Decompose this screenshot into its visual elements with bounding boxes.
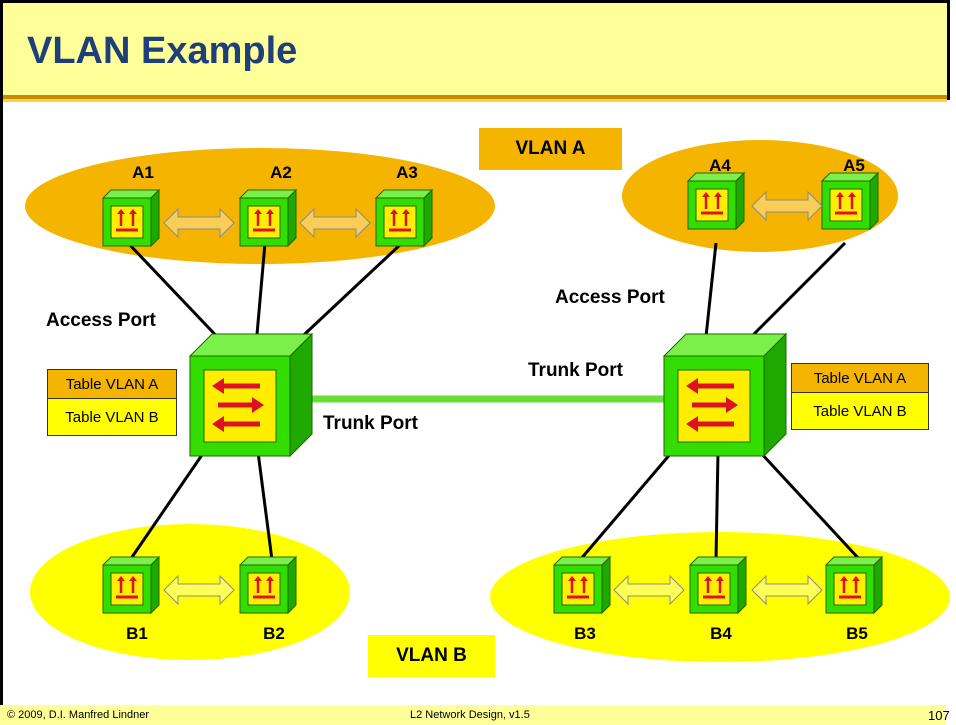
device-a3 [374,188,434,248]
device-a4 [686,171,746,231]
vlan-b-tag: VLAN B [368,635,495,677]
device-b5 [824,555,884,615]
node-label-b3: B3 [574,624,596,643]
footer-page-number: 107 [928,708,950,723]
frame-top-border [0,0,950,3]
left-table-vlan-b: Table VLAN B [47,398,177,436]
node-label-a2: A2 [270,163,292,182]
title-rule-light [3,99,947,102]
device-b1 [101,555,161,615]
left-table-vlan-a: Table VLAN A [47,369,177,399]
footer-bar [0,705,946,725]
trunk-port-label-left: Trunk Port [323,413,419,434]
node-label-b2: B2 [263,624,285,643]
access-port-label-right: Access Port [555,287,665,308]
node-label-a4: A4 [709,156,731,175]
right-table-vlan-a: Table VLAN A [791,363,929,393]
right-switch [664,334,786,456]
footer-copyright: © 2009, D.I. Manfred Lindner [7,709,150,721]
device-b2 [238,555,298,615]
slide-title: VLAN Example [27,30,298,72]
title-rule-dark [3,95,947,99]
vlan-a-tag: VLAN A [479,128,622,170]
right-table-vlan-b: Table VLAN B [791,392,929,430]
footer-course: L2 Network Design, v1.5 [410,709,530,721]
node-label-a5: A5 [843,156,865,175]
device-b4 [688,555,748,615]
device-a2 [238,188,298,248]
device-a1 [101,188,161,248]
access-links [126,241,862,562]
node-label-a3: A3 [396,163,418,182]
title-bar [3,3,947,98]
node-label-b5: B5 [846,624,868,643]
access-port-label-left: Access Port [46,310,156,331]
trunk-port-label-right: Trunk Port [528,360,624,381]
left-switch [190,334,312,456]
node-label-b4: B4 [710,624,732,643]
frame-right-border [947,0,950,100]
frame-left-border [0,0,3,712]
node-label-b1: B1 [126,624,148,643]
device-b3 [552,555,612,615]
device-a5 [820,171,880,231]
node-label-a1: A1 [132,163,154,182]
